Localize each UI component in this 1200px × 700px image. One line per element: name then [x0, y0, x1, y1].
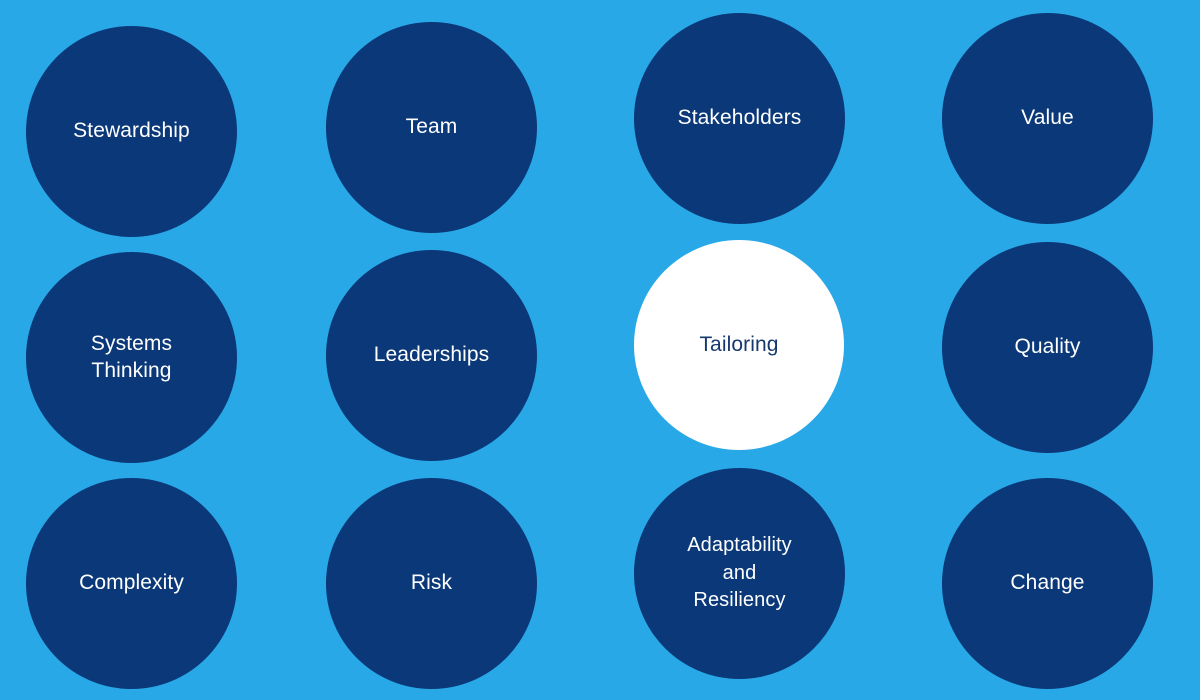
bubble-adaptability-and-resiliency[interactable]: Adaptability and Resiliency	[634, 468, 845, 679]
bubble-leaderships[interactable]: Leaderships	[326, 250, 537, 461]
bubble-label-stewardship: Stewardship	[73, 119, 190, 143]
bubble-label-systems-thinking: Systems Thinking	[90, 331, 173, 382]
bubble-quality[interactable]: Quality	[942, 242, 1153, 453]
bubble-label-leaderships: Leaderships	[373, 343, 490, 367]
bubble-systems-thinking[interactable]: Systems Thinking	[26, 252, 237, 463]
bubble-label-complexity: Complexity	[79, 571, 184, 595]
bubble-label-team: Team	[405, 115, 458, 139]
bubble-risk[interactable]: Risk	[326, 478, 537, 689]
bubble-complexity[interactable]: Complexity	[26, 478, 237, 689]
bubble-label-quality: Quality	[1014, 335, 1081, 359]
bubble-label-adaptability-and-resiliency: Adaptability and Resiliency	[687, 534, 792, 612]
bubble-stakeholders[interactable]: Stakeholders	[634, 13, 845, 224]
bubble-stewardship[interactable]: Stewardship	[26, 26, 237, 237]
bubble-label-value: Value	[1021, 106, 1074, 130]
bubble-value[interactable]: Value	[942, 13, 1153, 224]
bubble-label-tailoring: Tailoring	[699, 332, 779, 356]
bubble-label-risk: Risk	[410, 571, 453, 595]
bubble-team[interactable]: Team	[326, 22, 537, 233]
bubble-tailoring[interactable]: Tailoring	[634, 240, 844, 450]
bubble-label-change: Change	[1010, 571, 1085, 595]
bubble-label-stakeholders: Stakeholders	[677, 106, 802, 130]
bubble-change[interactable]: Change	[942, 478, 1153, 689]
